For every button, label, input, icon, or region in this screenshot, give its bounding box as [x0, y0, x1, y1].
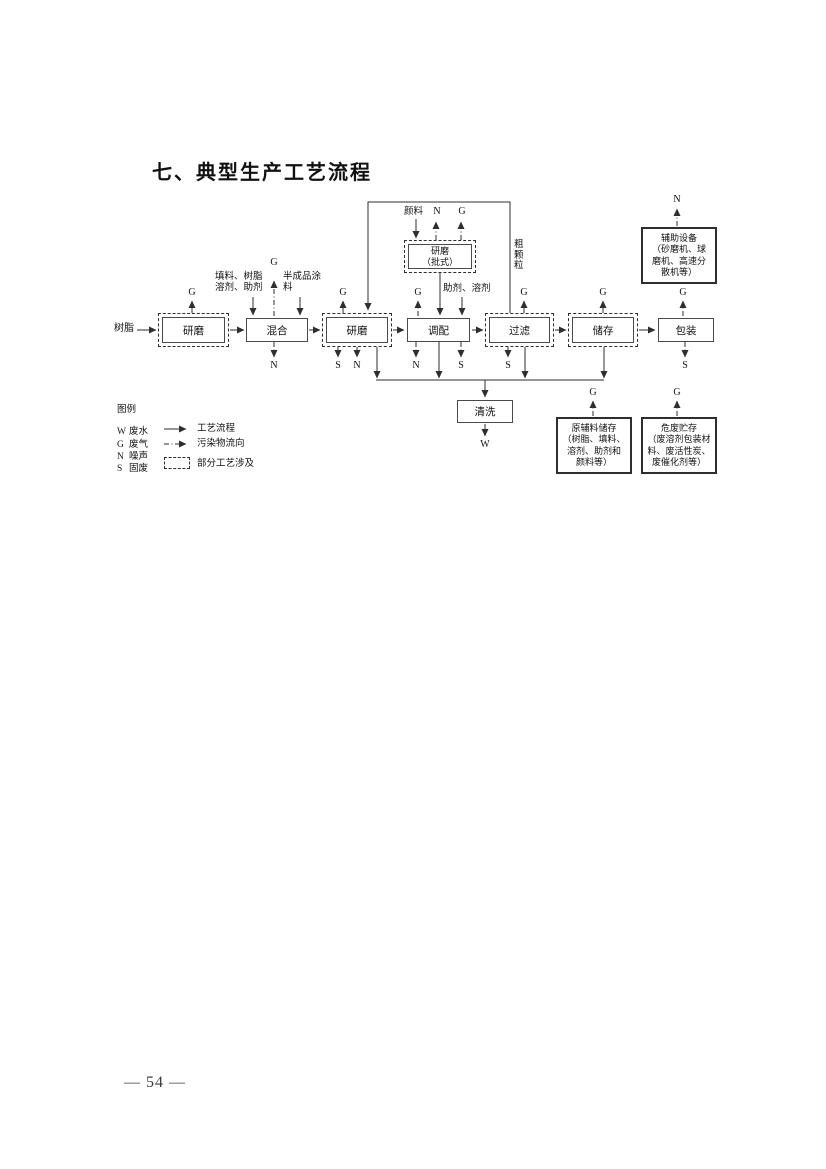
flow-connectors-svg: [137, 201, 689, 448]
aux-box-line2: （砂磨机、球: [651, 244, 706, 254]
page-title: 七、典型生产工艺流程: [152, 162, 372, 184]
process-step-blend: 调配: [407, 318, 470, 342]
legend-arrows: [164, 425, 187, 448]
process-step-clean: 清洗: [457, 400, 513, 423]
process-step-grind2-label: 研磨: [326, 317, 388, 343]
process-step-grind2: 研磨: [322, 313, 392, 347]
process-step-store-label: 储存: [572, 317, 634, 343]
raw-box-line4: 颜料等）: [575, 457, 612, 467]
pollutant-flow-arrows: [188, 208, 689, 437]
gas-tag-blend: G: [414, 287, 422, 298]
legend-partial-label: 部分工艺涉及: [197, 459, 255, 469]
resin-input-label: 树脂: [114, 323, 134, 334]
noise-tag-aux: N: [673, 194, 681, 205]
noise-tag-blend: N: [412, 360, 420, 371]
haz-box-line3: 料、废活性炭、: [647, 445, 711, 456]
legend-flow-label: 工艺流程: [197, 424, 236, 434]
semi-product-label-line2: 料: [283, 283, 293, 293]
grind-batch-label-line2: （批式）: [421, 256, 458, 267]
gas-tag-filter: G: [520, 287, 528, 298]
gas-tag-grind-batch: G: [458, 206, 466, 217]
coarse-particle-recycle-line: [364, 201, 511, 313]
wastewater-tag-clean: W: [480, 439, 490, 450]
gas-tag-mix: G: [270, 257, 278, 268]
solid-waste-tag-blend: S: [458, 360, 464, 371]
gas-tag-pack: G: [679, 287, 687, 298]
haz-box-line1: 危废贮存: [660, 422, 697, 433]
raw-box-line3: 溶剂、助剂和: [566, 445, 621, 456]
raw-box-line1: 原辅料储存: [571, 422, 617, 433]
page-number: — 54 —: [124, 1074, 186, 1091]
pigment-input-label: 颜料: [404, 207, 424, 217]
process-step-filter-label: 过滤: [489, 317, 550, 343]
hazardous-waste-storage-box: 危废贮存 （废溶剂包装材 料、废活性炭、 废催化剂等）: [641, 417, 717, 474]
grind-batch-label-line1: 研磨: [430, 246, 449, 256]
legend-dashed-box-icon: [164, 457, 190, 469]
solid-waste-tag-grind2: S: [335, 360, 341, 371]
noise-tag-grind2: N: [353, 360, 361, 371]
aux-box-line3: 磨机、高速分: [651, 255, 706, 266]
solid-waste-tag-filter: S: [505, 360, 511, 371]
noise-tag-grind-batch: N: [433, 206, 441, 217]
solid-waste-tag-pack: S: [682, 360, 688, 371]
legend-pollutant-label: 污染物流向: [197, 439, 245, 449]
raw-material-storage-box: 原辅料储存 （树脂、填料、 溶剂、助剂和 颜料等）: [556, 417, 632, 474]
legend-title: 图例: [117, 405, 137, 415]
additive-solvent-label: 助剂、溶剂: [443, 284, 491, 294]
gas-tag-haz-storage: G: [673, 387, 681, 398]
process-flow-arrows: [137, 201, 656, 398]
filler-resin-label-line2: 溶剂、助剂: [215, 283, 263, 293]
gas-tag-store: G: [599, 287, 607, 298]
coarse-particle-label: 粗颗粒: [514, 240, 524, 271]
process-step-mix: 混合: [246, 318, 308, 342]
process-step-filter: 过滤: [485, 313, 554, 347]
auxiliary-equipment-box: 辅助设备 （砂磨机、球 磨机、高速分 散机等）: [641, 227, 717, 284]
process-step-pack: 包装: [658, 318, 714, 342]
aux-box-line1: 辅助设备: [660, 232, 697, 243]
gas-tag-grind1: G: [188, 287, 196, 298]
haz-box-line4: 废催化剂等）: [651, 457, 706, 467]
semi-product-label-line1: 半成品涂: [283, 272, 322, 282]
gas-tag-raw-storage: G: [589, 387, 597, 398]
process-step-grind-batch: 研磨 （批式）: [404, 240, 476, 273]
process-step-grind1: 研磨: [158, 313, 229, 347]
haz-box-line2: （废溶剂包装材: [647, 434, 711, 444]
aux-box-line4: 散机等）: [660, 267, 697, 277]
process-step-store: 储存: [568, 313, 638, 347]
filler-resin-label-line1: 填料、树脂: [215, 272, 263, 282]
process-step-grind1-label: 研磨: [162, 317, 225, 343]
raw-box-line2: （树脂、填料、: [562, 434, 626, 444]
gas-tag-grind2: G: [339, 287, 347, 298]
noise-tag-mix: N: [270, 360, 278, 371]
